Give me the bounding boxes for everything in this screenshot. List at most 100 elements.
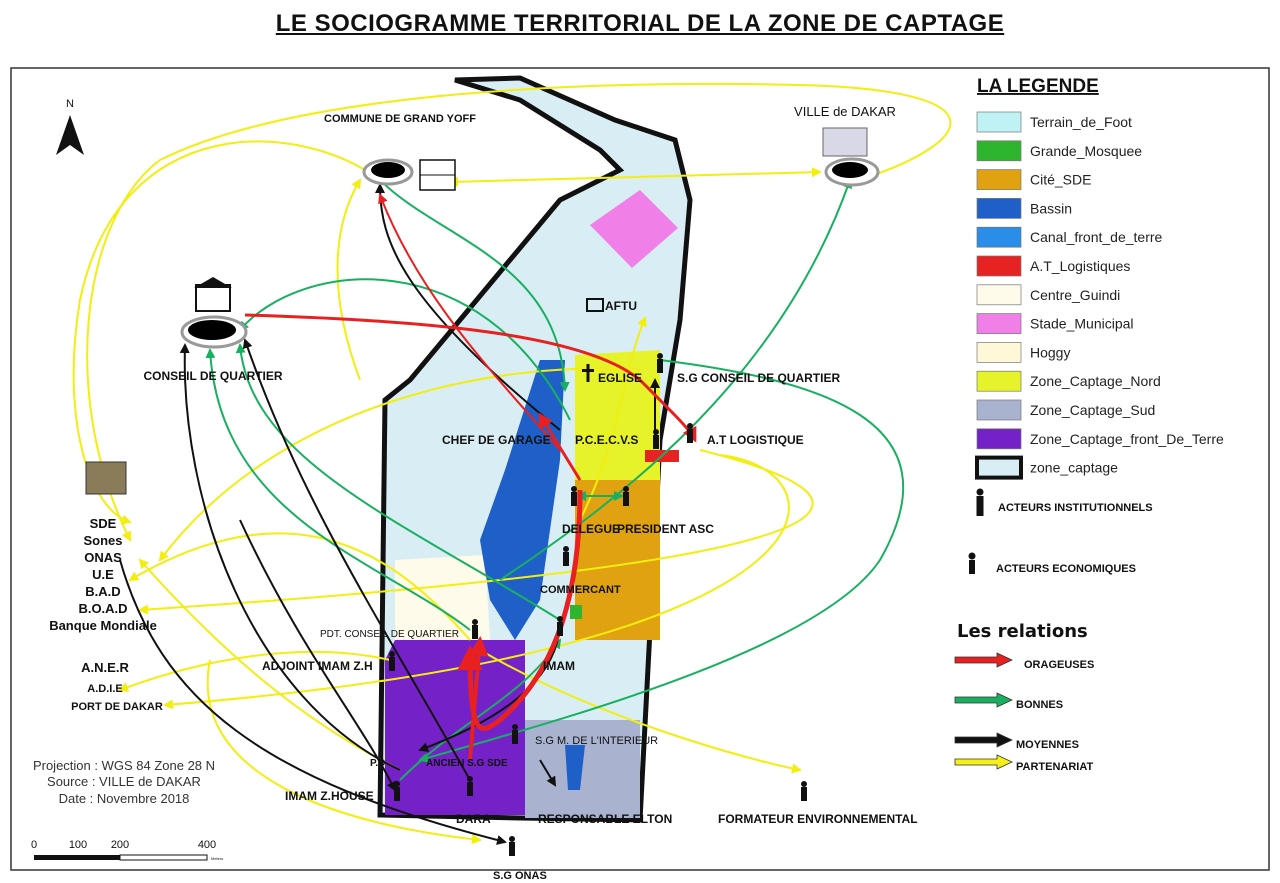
relation-line <box>242 338 471 781</box>
aftu-bus-icon <box>586 298 604 312</box>
relation-line <box>118 650 391 692</box>
relation-line <box>468 636 489 761</box>
actor-figure-icon <box>472 619 478 639</box>
actor-figure-icon <box>571 486 577 506</box>
partners-list: SDE Sones ONAS U.E B.A.D B.O.A.D Banque … <box>49 516 163 713</box>
relation-line <box>538 412 582 481</box>
zone-captage <box>377 75 693 823</box>
president-asc-label: PRESIDENT ASC <box>617 522 714 536</box>
conseil-label: CONSEIL DE QUARTIER <box>143 369 282 383</box>
legend-item-label: Centre_Guindi <box>1030 287 1120 303</box>
legend-swatch <box>976 428 1022 450</box>
legend-item: Hoggy <box>976 342 1070 363</box>
projection-line: Projection : WGS 84 Zone 28 N <box>33 758 215 773</box>
legend-actor-economic-label: ACTEURS ECONOMIQUES <box>996 563 1136 575</box>
pdt-conseil-label: PDT. CONSEIL DE QUARTIER <box>320 629 459 640</box>
commune-disc-icon <box>371 162 405 178</box>
relation-legend-item: BONNES <box>954 692 1063 711</box>
zone-captage-front-de-terre-area <box>385 640 525 815</box>
partner-boad: B.O.A.D <box>78 601 127 616</box>
ville-symbol <box>822 127 880 187</box>
commune-symbol <box>362 158 456 191</box>
legend-item-label: Zone_Captage_Sud <box>1030 402 1155 418</box>
relation-legend-label: MOYENNES <box>1016 739 1079 751</box>
legend-swatch <box>976 370 1022 392</box>
actor-figure-icon <box>389 651 395 671</box>
sg-onas-label: S.G ONAS <box>493 870 547 882</box>
legend-swatch <box>976 313 1022 334</box>
relation-legend-item: ORAGEUSES <box>954 652 1094 671</box>
partner-port: PORT DE DAKAR <box>71 701 163 713</box>
relation-line <box>336 178 362 381</box>
relation-legend-item: PARTENARIAT <box>954 754 1093 773</box>
pcecvs-label: P.C.E.C.V.S <box>575 433 638 447</box>
legend-swatch <box>976 111 1022 133</box>
relation-line <box>499 178 853 581</box>
relation-line <box>138 449 814 615</box>
legend-item-label: Cité_SDE <box>1030 172 1091 188</box>
legend-item-label: Grande_Mosquee <box>1030 143 1142 159</box>
legend-swatch <box>976 399 1022 421</box>
legend-item: Grande_Mosquee <box>976 140 1142 162</box>
north-label: N <box>66 98 74 110</box>
relation-line <box>539 759 557 787</box>
partner-onas: ONAS <box>84 550 122 565</box>
legend-swatch <box>975 455 1023 480</box>
legend-item-label: Stade_Municipal <box>1030 316 1134 332</box>
ancien-sg-sde-label: ANCIEN S.G SDE <box>426 758 508 769</box>
relation-line <box>418 359 905 763</box>
legend-item-label: A.T_Logistiques <box>1030 258 1130 274</box>
relation-legend-item: MOYENNES <box>954 732 1079 751</box>
partner-bad: B.A.D <box>85 584 120 599</box>
relation-line <box>163 454 790 710</box>
formateur-label: FORMATEUR ENVIRONNEMENTAL <box>718 812 918 826</box>
relation-line <box>206 659 482 845</box>
ville-label: VILLE de DAKAR <box>794 104 896 119</box>
legend-swatch <box>976 169 1022 190</box>
actor-figure-icon <box>467 776 473 796</box>
partner-ue: U.E <box>92 567 114 582</box>
scale-tick-100: 100 <box>69 839 87 851</box>
scale-unit: Meters <box>211 856 223 861</box>
legend-item: A.T_Logistiques <box>976 255 1130 277</box>
relation-line <box>158 367 641 562</box>
relation-line <box>205 348 471 631</box>
legend-item: Stade_Municipal <box>976 313 1134 334</box>
projection-info: Projection : WGS 84 Zone 28 N Source : V… <box>33 758 215 806</box>
actor-figure-icon <box>657 353 663 373</box>
relation-legend-label: PARTENARIAT <box>1016 761 1093 773</box>
partner-sde: SDE <box>90 516 117 531</box>
partner-sones: Sones <box>83 533 122 548</box>
commune-label: COMMUNE DE GRAND YOFF <box>324 113 476 125</box>
stade-municipal-area <box>590 190 678 268</box>
relation-line <box>448 167 822 187</box>
dara-label: DARA <box>456 812 491 826</box>
relations-items: ORAGEUSES BONNES MOYENNES PARTENARIAT <box>954 652 1094 773</box>
relation-line <box>244 313 697 443</box>
legend: LA LEGENDE Terrain_de_FootGrande_Mosquee… <box>968 76 1224 575</box>
legend-swatch <box>976 140 1022 162</box>
legend-items: Terrain_de_FootGrande_MosqueeCité_SDEBas… <box>975 111 1224 480</box>
relation-line <box>375 183 561 431</box>
date-line: Date : Novembre 2018 <box>59 791 190 806</box>
actor-figure-icon <box>801 781 807 801</box>
pd-label: P.D <box>370 758 385 769</box>
relation-arrow-icon <box>954 754 1013 770</box>
relation-line <box>86 82 952 542</box>
legend-actor-institutional-label: ACTEURS INSTITUTIONNELS <box>998 502 1153 514</box>
legend-item: Centre_Guindi <box>976 284 1120 306</box>
legend-swatch <box>976 226 1022 248</box>
church-cross-icon <box>582 364 594 382</box>
relation-legend-label: BONNES <box>1016 699 1063 711</box>
relations-legend: Les relations ORAGEUSESBONNESMOYENNESPAR… <box>954 621 1094 773</box>
scale-bar-segment <box>119 854 208 861</box>
at-logistique-label: A.T LOGISTIQUE <box>707 433 804 447</box>
relation-line <box>378 193 561 451</box>
sg-interieur-label: S.G M. DE L'INTERIEUR <box>535 735 658 747</box>
scale-bar-segment <box>34 855 120 860</box>
sg-conseil-label: S.G CONSEIL DE QUARTIER <box>677 371 840 385</box>
legend-item-label: Bassin <box>1030 200 1072 216</box>
aftu-label: AFTU <box>605 299 637 313</box>
legend-swatch <box>976 255 1022 277</box>
partner-adie: A.D.I.E <box>87 683 122 695</box>
